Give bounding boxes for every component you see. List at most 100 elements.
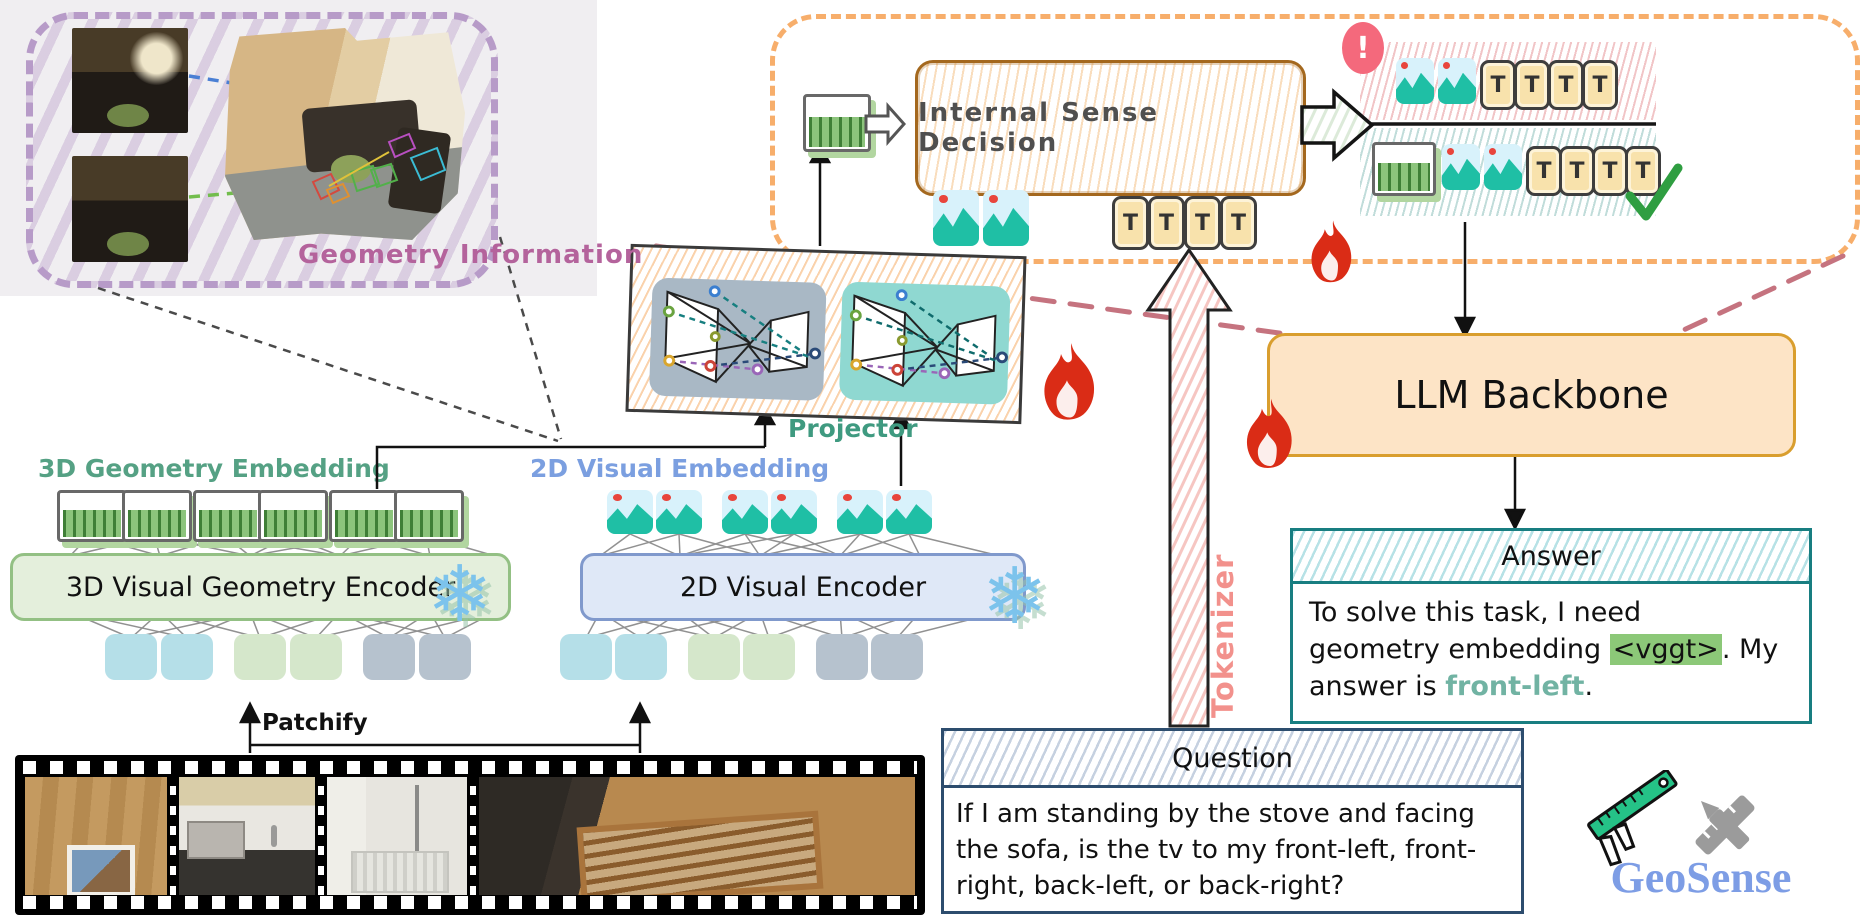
answer-text: To solve this task, I need geometry embe…: [1293, 584, 1809, 705]
geometry-information-label: Geometry Information: [298, 240, 644, 270]
question-title: Question: [944, 731, 1521, 788]
patch-token: [105, 634, 157, 680]
encoder-2d-label: 2D Visual Encoder: [679, 571, 927, 603]
geosense-logo-icons: [1587, 770, 1755, 867]
room-photo-1: [72, 28, 188, 133]
patch-token: [615, 634, 667, 680]
question-line2: the sofa, is the tv to my front-left, fr…: [956, 835, 1477, 865]
text-token-tile: T: [1112, 196, 1149, 250]
image-embedding-icon: [722, 490, 768, 534]
patch-token: [560, 634, 612, 680]
text-token-tile: T: [1148, 196, 1185, 250]
answer-line3-post: .: [1584, 671, 1594, 702]
answer-line3-pre: answer is: [1309, 671, 1446, 702]
llm-backbone-box: LLM Backbone: [1267, 333, 1796, 457]
question-line3: right, back-left, or back-right?: [956, 871, 1345, 901]
text-token-tile: T: [1548, 60, 1584, 110]
patch-token: [161, 634, 213, 680]
camera-frustum-diagram: [849, 289, 1008, 388]
film-separator: [318, 777, 324, 895]
text-token-tile: T: [1582, 60, 1618, 110]
histogram-embedding-icon: [122, 490, 192, 542]
image-embedding-icon: [1438, 58, 1476, 104]
patch-token: [816, 634, 868, 680]
camera-frustum-scribbles: [311, 132, 447, 205]
image-embedding-icon: [837, 490, 883, 534]
histogram-embedding-icon: [193, 490, 263, 542]
histogram-embedding-icon: [394, 490, 464, 542]
microwave: [187, 821, 245, 859]
histogram-embedding-icon: [57, 490, 127, 542]
image-embedding-icon: [1396, 58, 1434, 104]
wooden-table: [576, 810, 824, 895]
film-frame-sofa-table: [479, 777, 915, 895]
frustum-panel-teal: [838, 281, 1011, 405]
histogram-embedding-icon: [803, 94, 871, 152]
projector-box: [625, 243, 1027, 425]
embedding-3d-label: 3D Geometry Embedding: [38, 454, 390, 483]
patch-token: [419, 634, 471, 680]
answer-box: Answer To solve this task, I need geomet…: [1290, 528, 1812, 724]
lamp-pole: [415, 785, 419, 851]
snowflake-frozen-icon: ❄: [427, 550, 493, 640]
text-token-tile: T: [1480, 60, 1516, 110]
answer-value: front-left: [1445, 671, 1585, 702]
patch-token: [363, 634, 415, 680]
patch-token: [743, 634, 795, 680]
histogram-embedding-icon: [258, 490, 328, 542]
question-line1: If I am standing by the stove and facing: [956, 799, 1475, 829]
image-embedding-icon: [1484, 144, 1522, 190]
text-token-tile: T: [1220, 196, 1257, 250]
patch-token: [871, 634, 923, 680]
encoder-3d-label: 3D Visual Geometry Encoder: [65, 571, 456, 603]
text-token-tile: T: [1625, 146, 1661, 196]
answer-title: Answer: [1293, 531, 1809, 584]
text-token-tile: T: [1514, 60, 1550, 110]
floor-picture: [67, 845, 135, 895]
text-token-tile: T: [1526, 146, 1562, 196]
radiator: [351, 851, 449, 893]
answer-line1: To solve this task, I need: [1309, 597, 1642, 628]
text-token-tile: T: [1592, 146, 1628, 196]
patch-token: [234, 634, 286, 680]
answer-line2-pre: geometry embedding: [1309, 634, 1610, 665]
flame-trainable-icon: [1044, 343, 1095, 420]
patch-token: [290, 634, 342, 680]
faucet: [271, 825, 277, 847]
histogram-embedding-icon: [1372, 142, 1436, 196]
question-box: Question If I am standing by the stove a…: [941, 728, 1524, 914]
embedding-2d-label: 2D Visual Embedding: [530, 454, 830, 483]
image-embedding-icon: [886, 490, 932, 534]
image-embedding-icon: [1442, 144, 1480, 190]
film-frame-wood-floor: [25, 777, 167, 895]
llm-backbone-label: LLM Backbone: [1394, 373, 1669, 417]
vggt-token-highlight: <vggt>: [1609, 634, 1722, 665]
image-embedding-icon: [771, 490, 817, 534]
internal-sense-decision-box: Internal Sense Decision: [915, 60, 1306, 196]
room-photo-2: [72, 156, 188, 262]
tokenizer-label: Tokenizer: [1206, 553, 1240, 718]
projector-label: Projector: [788, 414, 918, 443]
alert-exclamation-badge: !: [1342, 22, 1384, 74]
image-embedding-icon: [607, 490, 653, 534]
snowflake-frozen-icon: ❄: [982, 552, 1048, 642]
answer-line2-post: . My: [1721, 634, 1779, 665]
caliper-icon: [1587, 770, 1678, 867]
question-text: If I am standing by the stove and facing…: [944, 788, 1521, 904]
histogram-embedding-icon: [329, 490, 399, 542]
text-token-tile: T: [1184, 196, 1221, 250]
film-separator: [470, 777, 476, 895]
patch-token: [688, 634, 740, 680]
internal-sense-decision-label: Internal Sense Decision: [918, 98, 1160, 158]
film-frame-radiator: [327, 777, 467, 895]
image-embedding-icon: [656, 490, 702, 534]
pencil-ruler-icon: [1695, 795, 1755, 855]
3d-reconstruction-image: [225, 28, 465, 240]
image-embedding-icon: [933, 190, 979, 246]
film-frame-kitchen: [179, 777, 315, 895]
frustum-panel-gray: [648, 277, 827, 401]
image-embedding-icon: [983, 190, 1029, 246]
geosense-logo-text: GeoSense: [1610, 853, 1792, 902]
camera-frustum-diagram: [662, 285, 821, 384]
